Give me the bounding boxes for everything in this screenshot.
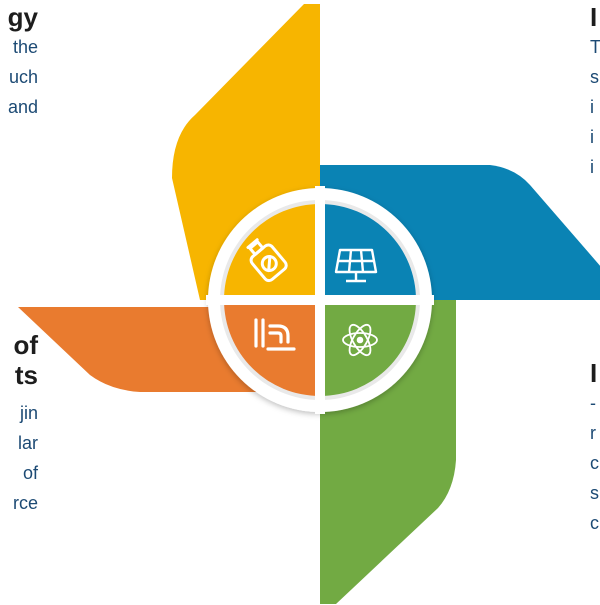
left-bottom-text-block: of ts jin lar of rce <box>13 330 38 518</box>
left-top-line-1: the <box>12 37 38 57</box>
left-top-text-block: gy the uch and <box>8 2 38 122</box>
left-bottom-line-4: rce <box>12 493 38 513</box>
right-bottom-line-1: - <box>590 393 596 413</box>
right-bottom-line-5: c <box>590 513 599 533</box>
right-bottom-line-3: c <box>590 453 599 473</box>
left-top-line-3: and <box>7 97 38 117</box>
right-bottom-heading: I <box>590 358 598 388</box>
pipe-faucet-icon <box>254 318 296 351</box>
left-bottom-line-3: of <box>22 463 38 483</box>
right-top-line-4: i <box>590 127 594 147</box>
left-bottom-line-1: jin <box>19 403 38 423</box>
right-top-line-2: s <box>590 67 599 87</box>
right-top-heading: I <box>590 2 598 32</box>
hub-divider-horizontal <box>206 295 434 305</box>
atom-icon <box>342 323 378 357</box>
right-top-line-3: i <box>590 97 594 117</box>
right-bottom-line-2: r <box>590 423 596 443</box>
right-bottom-line-4: s <box>590 483 599 503</box>
right-bottom-text-block: I - r c s c <box>590 358 599 538</box>
left-top-line-2: uch <box>8 67 38 87</box>
right-top-line-5: i <box>590 157 594 177</box>
solar-panel-icon <box>334 248 378 283</box>
left-bottom-line-2: lar <box>17 433 38 453</box>
right-top-text-block: I T s i i i <box>590 2 600 182</box>
gas-cylinder-icon <box>246 238 288 283</box>
left-bottom-heading-line-1: of <box>13 330 38 360</box>
right-top-line-1: T <box>590 37 600 57</box>
left-bottom-heading-line-2: ts <box>14 360 38 390</box>
left-top-heading: gy <box>7 2 38 32</box>
